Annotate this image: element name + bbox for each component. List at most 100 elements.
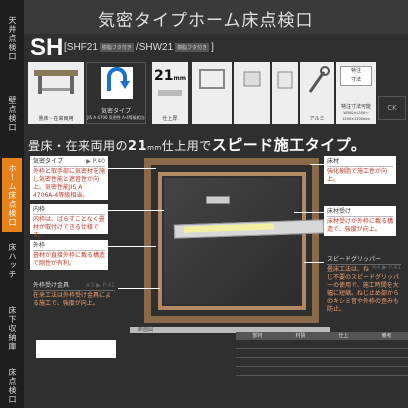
leader-line	[104, 210, 164, 211]
size-range: W300×L300～1200×1200mm	[342, 111, 370, 121]
tab-label: ホーム床点検口	[8, 163, 17, 227]
tab-label: 床下収納庫	[8, 305, 17, 351]
tagline-number: 21	[128, 139, 148, 154]
callout-body: 畳材が直接外枠に載る構造で剛性が有利。	[33, 252, 106, 267]
floor-type-card: 畳床・在来両用	[28, 62, 84, 124]
table-row	[236, 367, 408, 376]
model-sep: /SHW21	[135, 42, 174, 53]
tagline: 畳床・在来両用の21mm仕上用でスピード施工タイプ。	[28, 134, 366, 155]
page-header: 気密タイプホーム床点検口	[24, 0, 408, 34]
airtight-arrow-icon	[101, 67, 133, 99]
airtight-card: 気密タイプ JIS A 4706 気密性 A-4等級相当	[86, 62, 146, 124]
finish-number: 21	[154, 68, 174, 84]
callout-body: 強化樹脂で施工性が向上。	[327, 168, 388, 183]
feature-card-2	[234, 62, 270, 124]
aluminum-label: アルミ	[309, 116, 325, 122]
latch-handle	[206, 196, 230, 204]
frame-shape-icon	[199, 69, 225, 89]
callout-body: 在来工法は外枠受け金具による施工で、強度が向上。	[33, 292, 112, 307]
tab-label: 壁点検口	[8, 96, 17, 132]
tab-label: 床点検口	[8, 368, 17, 404]
callout-body: 外枠と取手部に気密材を施し気密性能と遮音性が向上。気密性能JIS A 4706A…	[33, 168, 106, 199]
callout-flooring-support: 床材受け 床材受けが外枠に載る構造で、強度が向上。	[324, 206, 396, 236]
outer-frame	[144, 158, 319, 323]
spec-table-header: 部材 材質 仕上 備考	[236, 332, 408, 340]
special-size-sub: 寸法	[350, 77, 361, 83]
model-badge: 樹脂フタ付き	[99, 42, 134, 52]
tool-icon	[308, 66, 330, 93]
section-label: 断面図	[138, 327, 154, 333]
callout-title: 内枠	[33, 206, 105, 215]
callout-head: 外枠受け金具 ※3 ▶ P.41	[33, 282, 115, 291]
callout-bracket: 外枠受け金具 ※3 ▶ P.41 在来工法は外枠受け金具による施工で、強度が向上。	[30, 280, 118, 314]
model-badge: 樹脂フタ付き	[175, 42, 210, 52]
special-size-title: 特注	[350, 68, 361, 74]
tab-floor-access[interactable]: 床点検口	[2, 364, 22, 408]
finish-bar	[158, 90, 182, 96]
callout-outer-frame: 外枠 畳材が直接外枠に載る構造で剛性が有利。	[30, 240, 108, 270]
special-size-box: 特注 寸法	[340, 66, 372, 86]
callout-ref: ※4 ▶ P.41	[371, 264, 402, 271]
airtight-label: 気密タイプ	[100, 108, 131, 115]
section-strip: 断面図	[130, 327, 330, 333]
clip-icon	[243, 71, 261, 87]
callout-title: スピードグリッパー	[327, 256, 382, 263]
finish-thickness-card: 21mm 仕上厚	[152, 62, 188, 124]
leader-line	[304, 262, 326, 263]
finish-label: 仕上厚	[162, 116, 178, 122]
side-navigation: 天井点検口 壁点検口 ホーム床点検口 床ハッチ 床下収納庫 床点検口	[0, 0, 24, 408]
model-close: ]	[211, 42, 214, 53]
leader-line	[104, 288, 160, 289]
table-row	[236, 340, 408, 349]
tagline-unit: mm	[147, 144, 162, 152]
tab-ceiling-access[interactable]: 天井点検口	[2, 10, 22, 66]
model-open: [SHF21	[64, 42, 98, 53]
callout-airtight: 気密タイプ ▶ P.40 外枠と取手部に気密材を施し気密性能と遮音性が向上。気密性…	[30, 156, 108, 200]
leader-line	[310, 164, 326, 165]
callout-ref: ▶ P.40	[86, 158, 105, 165]
finish-unit: mm	[173, 75, 186, 82]
callout-title: 外枠受け金具	[33, 282, 70, 289]
floor-type-label: 畳床・在来両用	[38, 116, 74, 122]
callout-head: スピードグリッパー※4 ▶ P.41	[327, 256, 401, 271]
callout-inner-frame: 内枠 内枠は、ばらすことなく畳材が取付けできる仕様です。	[30, 204, 108, 239]
feature-card-1	[192, 62, 232, 124]
spec-table: 部材 材質 仕上 備考	[236, 332, 408, 408]
floor-type-icon	[34, 70, 78, 94]
bracket-icon	[277, 71, 293, 89]
leader-line	[104, 168, 156, 169]
callout-title: 床材	[327, 158, 393, 167]
ck-label: CK	[387, 104, 397, 112]
table-row	[236, 358, 408, 367]
tab-wall-access[interactable]: 壁点検口	[2, 86, 22, 142]
series-code: SH	[30, 34, 64, 61]
tab-label: 天井点検口	[8, 15, 17, 61]
spec-col-finish: 仕上	[338, 333, 349, 339]
callout-ref: ※3 ▶ P.41	[85, 282, 116, 289]
callout-title: 床材受け	[327, 208, 393, 217]
leader-line	[104, 246, 156, 247]
callout-body: 畳床工法は、ねじ不要のスピードグリッパーの使用で、施工時間を大幅に短縮。ねじ止め…	[327, 266, 400, 313]
frame-interior	[164, 178, 300, 304]
leader-line	[294, 212, 326, 213]
tagline-mid: 仕上用で	[161, 139, 212, 153]
spec-col-notes: 備考	[381, 333, 392, 339]
callout-title: 気密タイプ	[33, 158, 64, 165]
tab-floor-hatch[interactable]: 床ハッチ	[2, 238, 22, 284]
spec-col-part: 部材	[252, 333, 263, 339]
aluminum-card: アルミ	[300, 62, 334, 124]
tab-underfloor-storage[interactable]: 床下収納庫	[2, 298, 22, 358]
cross-section-box	[36, 340, 116, 358]
callout-flooring: 床材 強化樹脂で施工性が向上。	[324, 156, 396, 184]
special-size-text: 特注寸法可能	[340, 104, 371, 110]
callout-title: 外枠	[33, 242, 105, 251]
callout-body: 床材受けが外枠に載る構造で、強度が向上。	[327, 218, 394, 233]
tab-home-floor-access[interactable]: ホーム床点検口	[2, 158, 22, 232]
page-title: 気密タイプホーム床点検口	[98, 11, 314, 31]
ck-mark: CK	[378, 96, 406, 120]
callout-speed-gripper: スピードグリッパー※4 ▶ P.41 畳床工法は、ねじ不要のスピードグリッパーの…	[324, 254, 404, 314]
product-diagram: 気密タイプ ▶ P.40 外枠と取手部に気密材を施し気密性能と遮音性が向上。気密性…	[24, 150, 408, 330]
